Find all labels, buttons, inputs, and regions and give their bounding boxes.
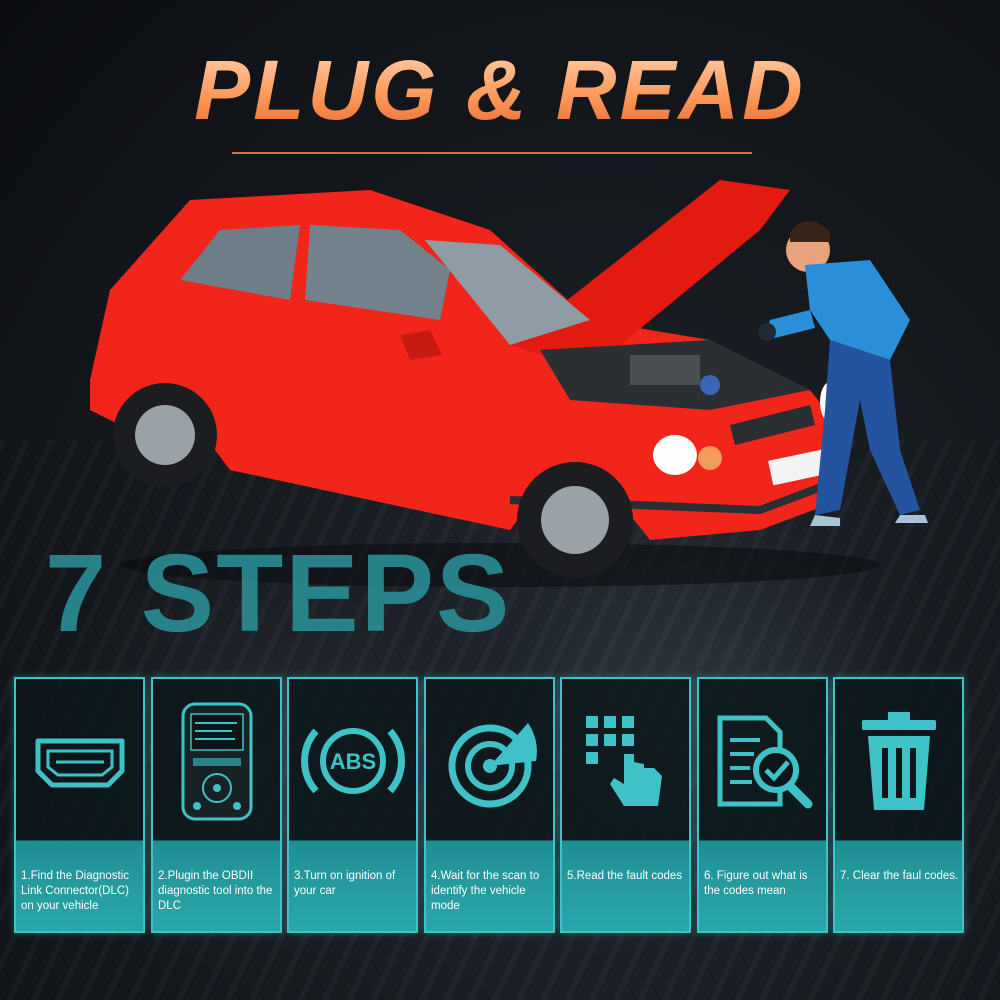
car-mechanic-illustration (90, 180, 928, 587)
radar-scan-icon (448, 723, 537, 808)
step-card-4: 4.Wait for the scan to identify the vehi… (424, 677, 555, 933)
step-card-3: ABS 3.Turn on ignition of your car (287, 677, 418, 933)
step-4-caption: 4.Wait for the scan to identify the vehi… (431, 870, 540, 912)
step-6-caption: 6. Figure out what is the codes mean (704, 870, 808, 897)
step-7-icon-area (835, 679, 962, 843)
abs-icon: ABS (300, 728, 405, 794)
step-card-2: 2.Plugin the OBDII diagnostic tool into … (151, 677, 282, 933)
step-5-caption: 5.Read the fault codes (567, 870, 683, 882)
steps-row: 1.Find the Diagnostic Link Connector(DLC… (14, 677, 974, 935)
obd-scanner-icon (181, 702, 252, 821)
step-2-icon-area (153, 679, 280, 843)
trash-icon (861, 712, 936, 810)
step-6-icon-area (699, 679, 826, 843)
step-card-1: 1.Find the Diagnostic Link Connector(DLC… (14, 677, 145, 933)
step-card-6: 6. Figure out what is the codes mean (697, 677, 828, 933)
step-1-icon-area (16, 679, 143, 843)
step-5-icon-area (562, 679, 689, 843)
step-3-caption: 3.Turn on ignition of your car (294, 870, 396, 897)
steps-heading: 7 STEPS (45, 532, 512, 655)
step-card-5: 5.Read the fault codes (560, 677, 691, 933)
document-search-icon (717, 715, 812, 809)
hdmi-connector-icon (35, 738, 124, 788)
step-7-caption: 7. Clear the faul codes. (840, 870, 959, 882)
step-4-icon-area (426, 679, 553, 843)
step-2-caption: 2.Plugin the OBDII diagnostic tool into … (158, 870, 273, 912)
page-title: PLUG & READ (0, 42, 1000, 139)
abs-icon-label: ABS (329, 749, 375, 774)
title-divider (232, 152, 752, 154)
step-card-7: 7. Clear the faul codes. (833, 677, 964, 933)
keypad-touch-icon (585, 716, 662, 806)
step-1-caption: 1.Find the Diagnostic Link Connector(DLC… (21, 870, 130, 912)
step-3-icon-area: ABS (289, 679, 416, 843)
